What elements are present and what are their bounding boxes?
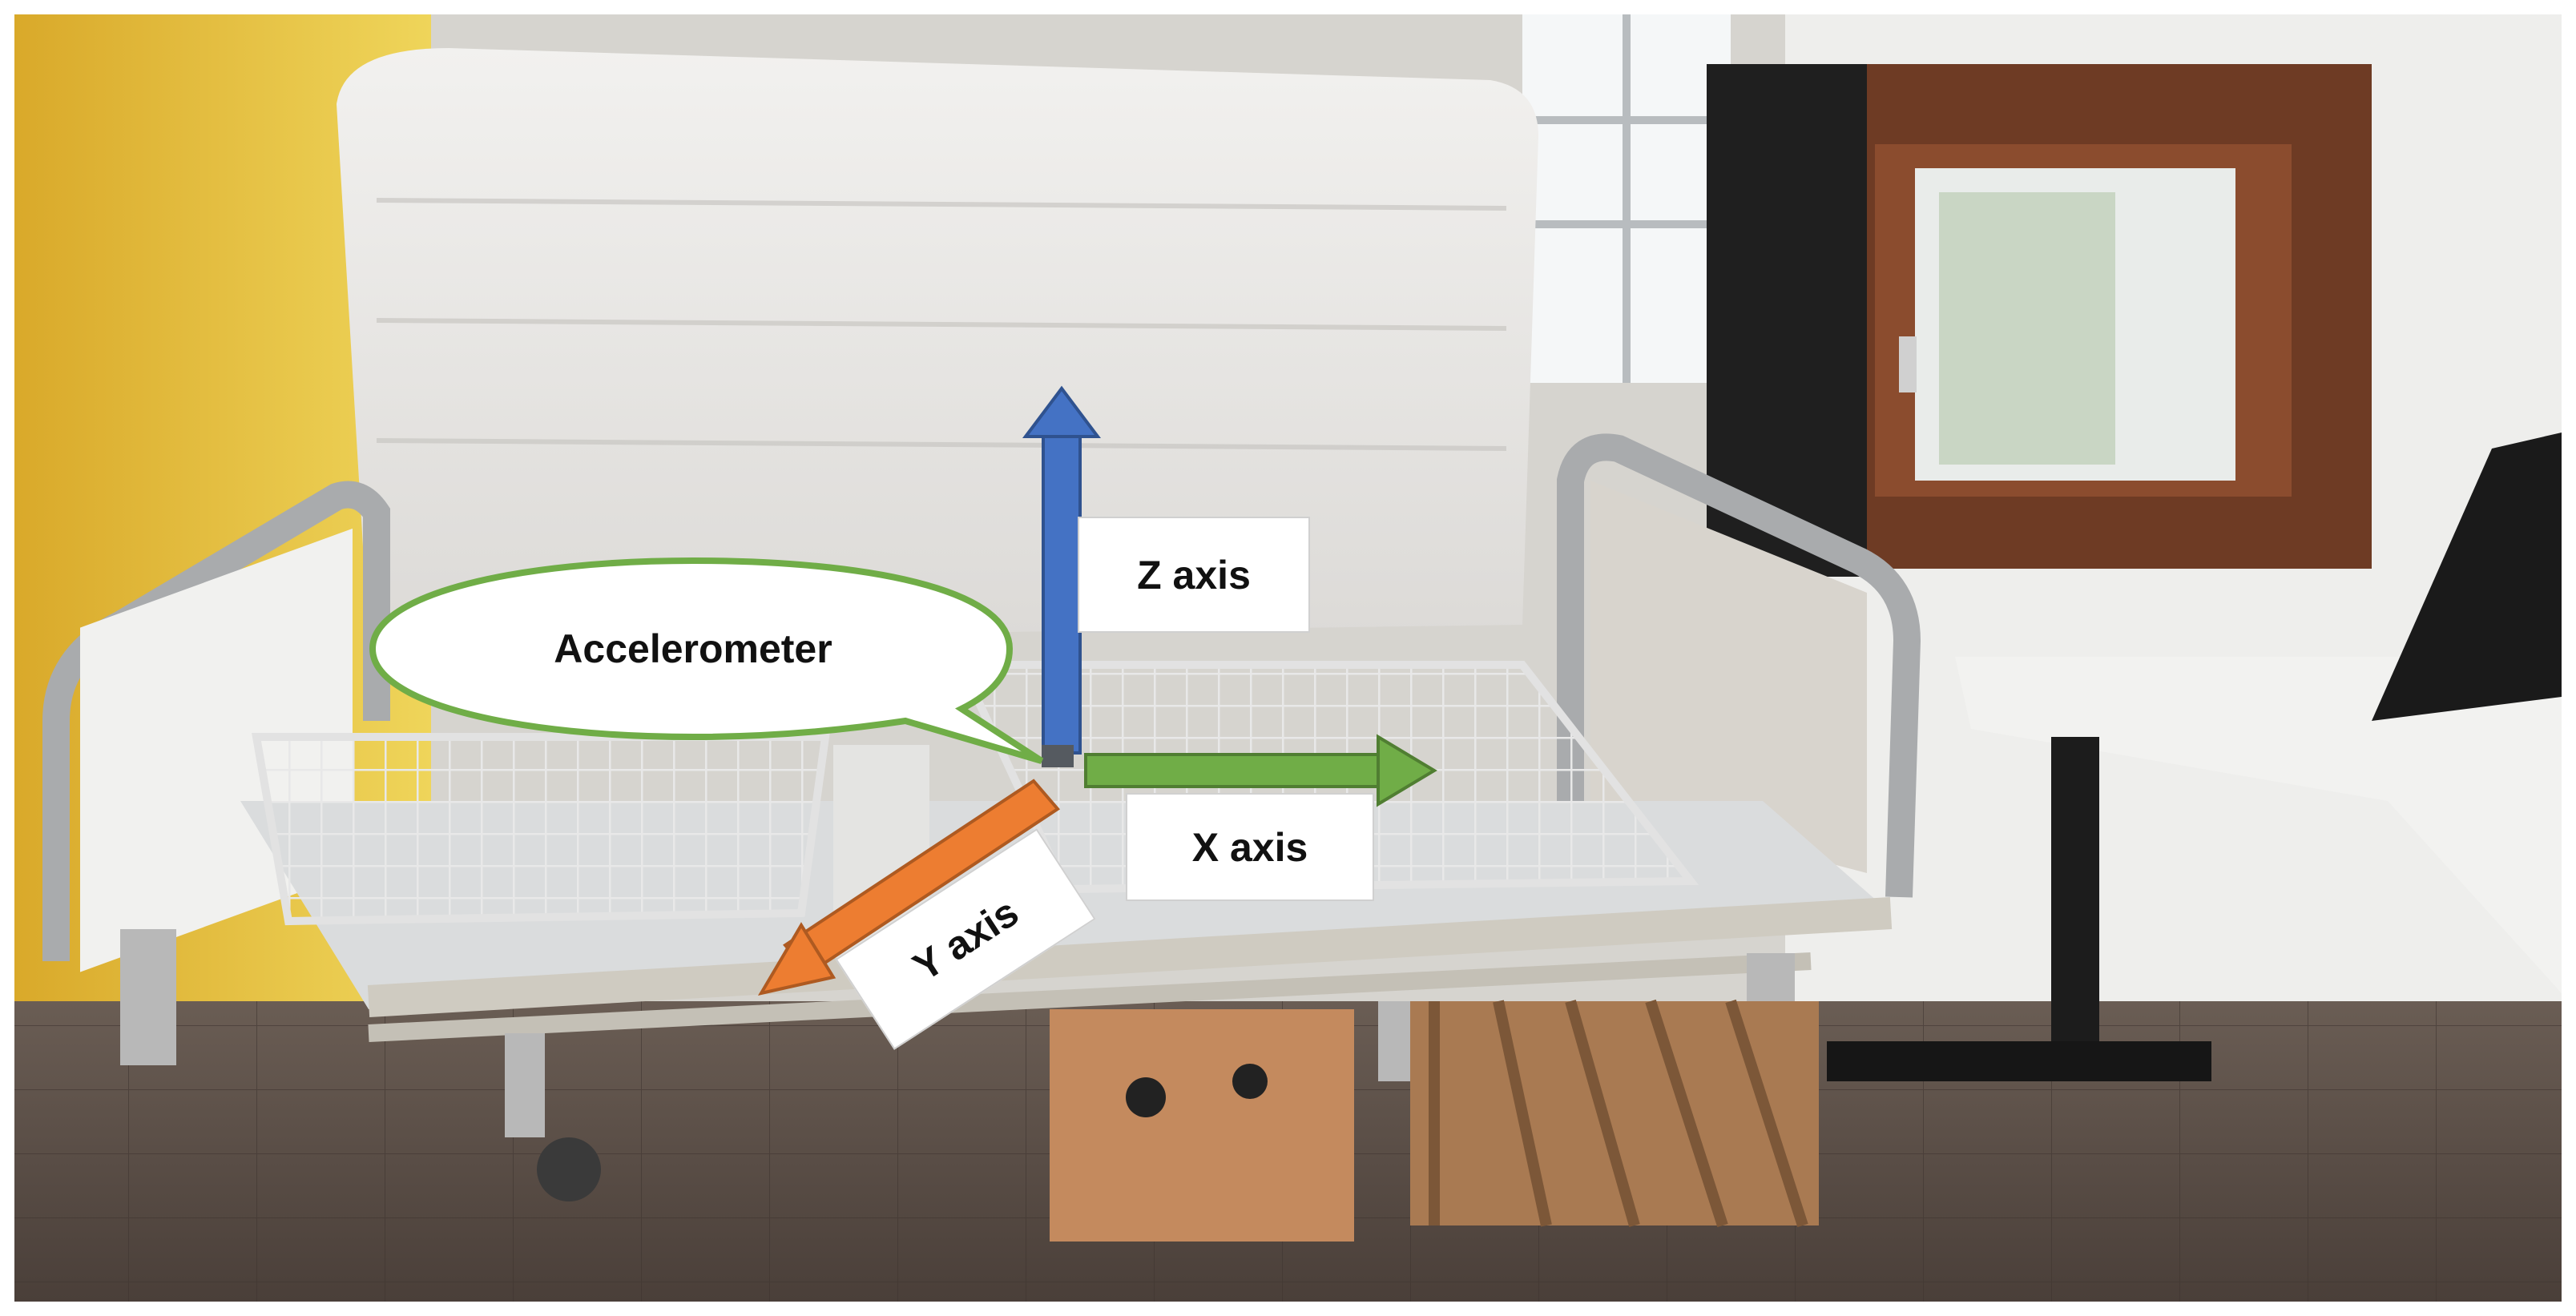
desk: [1827, 433, 2562, 1081]
wooden-blocks: [1050, 999, 1819, 1242]
z-axis-label: Z axis: [1078, 517, 1310, 633]
y-axis-arrow: [757, 779, 1060, 996]
wooden-window: [1819, 64, 2372, 569]
x-axis-arrow: [1084, 734, 1437, 807]
accelerometer-sensor: [1042, 745, 1074, 767]
accelerometer-label: Accelerometer: [554, 626, 832, 671]
z-axis-arrow: [1022, 385, 1101, 755]
accelerometer-callout: [369, 557, 1044, 764]
mattress: [337, 48, 1538, 641]
x-axis-label: X axis: [1126, 793, 1374, 901]
monitor: [2372, 433, 2562, 721]
